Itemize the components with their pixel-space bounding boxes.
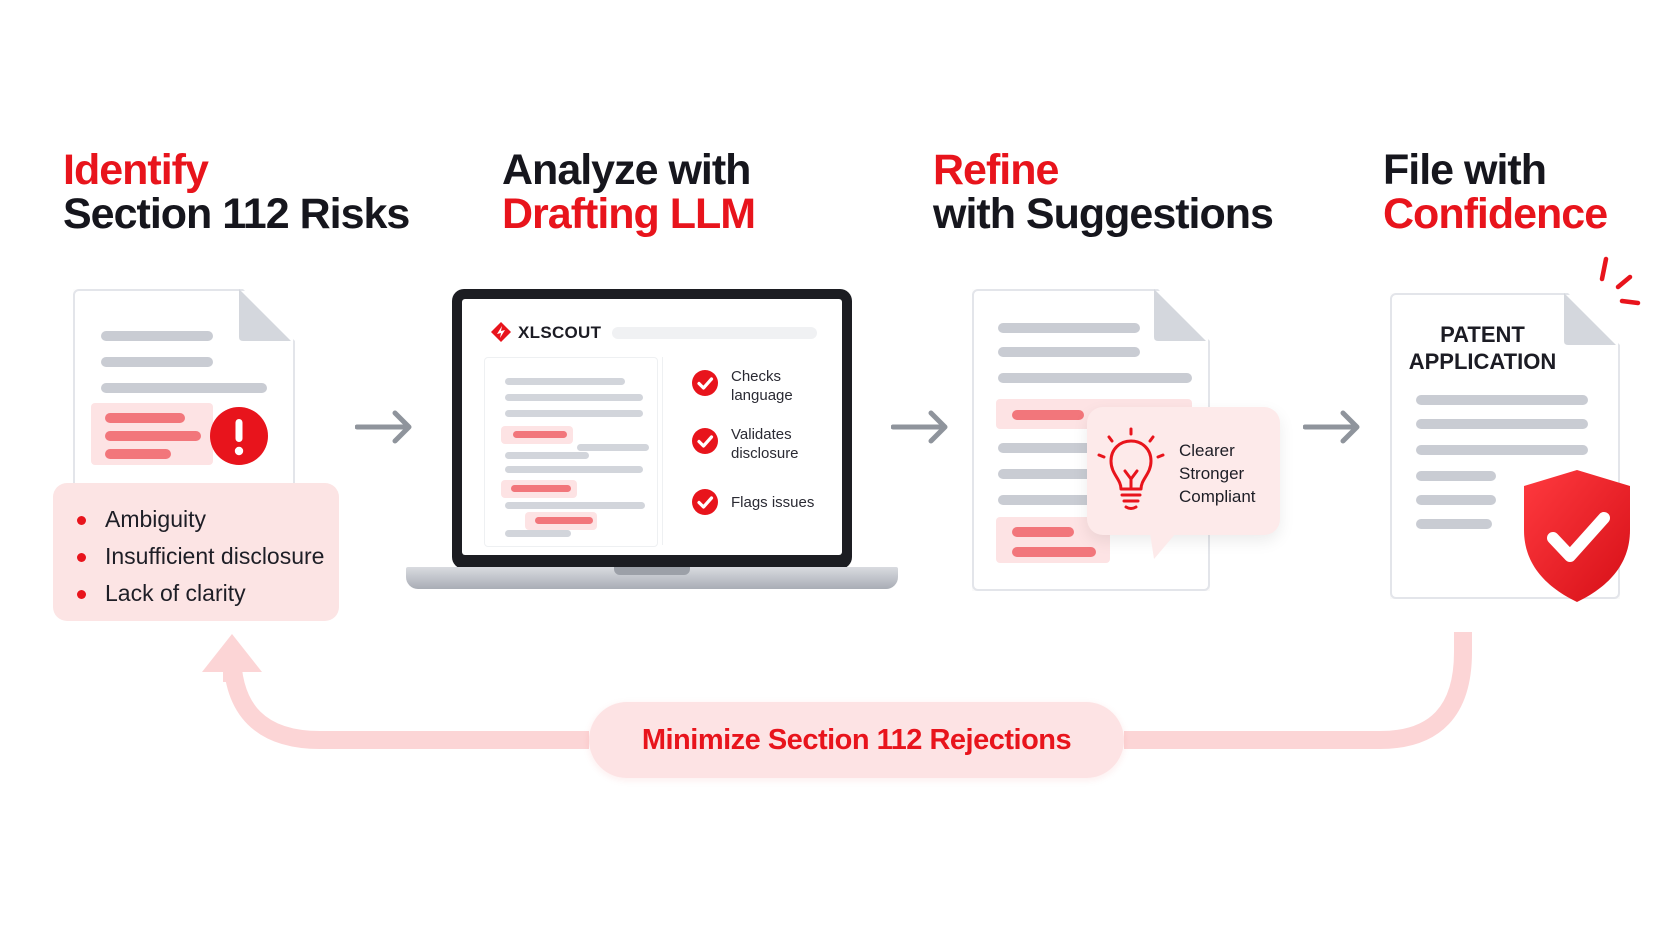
step2-title-line2: Drafting LLM	[502, 190, 756, 238]
step3-title-line1: Refine	[933, 146, 1059, 194]
risk-item-lack-of-clarity: Lack of clarity	[53, 575, 339, 612]
loop-label-pill: Minimize Section 112 Rejections	[589, 702, 1124, 778]
document-fold-icon	[1564, 293, 1616, 345]
shield-check-icon	[1524, 470, 1630, 602]
document-panel	[484, 357, 658, 547]
step4-title-line1: File with	[1383, 146, 1547, 194]
suggestion-compliant: Compliant	[1179, 487, 1256, 506]
step2-title-line1: Analyze with	[502, 146, 751, 194]
arrow-right-icon	[355, 410, 412, 444]
sparkle-icon	[1599, 256, 1641, 306]
check-circle-icon	[692, 428, 718, 454]
check-item-disclosure: Validates disclosure	[731, 426, 799, 462]
step2-title: Analyze with Drafting LLM	[502, 146, 756, 238]
check-circle-icon	[692, 370, 718, 396]
step1-title-line2: Section 112 Risks	[63, 190, 410, 238]
step1-title-line1: Identify	[63, 146, 209, 194]
step3-title: Refine with Suggestions	[933, 146, 1274, 238]
step4-title-line2: Confidence	[1383, 190, 1608, 238]
check-circle-icon	[692, 489, 718, 515]
suggestion-clearer: Clearer	[1179, 441, 1235, 460]
suggestion-list: Clearer Stronger Compliant	[1179, 439, 1256, 508]
document-fold-icon	[1154, 289, 1206, 341]
loop-label: Minimize Section 112 Rejections	[641, 723, 1072, 756]
lightbulb-icon	[1097, 427, 1165, 510]
drafting-llm-app: XLSCOUT	[462, 299, 842, 555]
alert-icon	[210, 407, 268, 465]
risk-item-insufficient-disclosure: Insufficient disclosure	[53, 538, 339, 575]
xlscout-logo-icon	[491, 322, 511, 342]
step3-title-line2: with Suggestions	[933, 190, 1274, 238]
arrow-right-icon	[1303, 410, 1360, 444]
patent-title: PATENT APPLICATION	[1408, 322, 1557, 374]
suggestion-stronger: Stronger	[1179, 464, 1245, 483]
arrow-right-icon	[891, 410, 948, 444]
check-item-flags: Flags issues	[731, 494, 815, 511]
step4-title: File with Confidence	[1383, 146, 1608, 238]
check-item-language: Checks language	[731, 368, 793, 404]
laptop-base	[406, 567, 898, 589]
step1-title: Identify Section 112 Risks	[63, 146, 410, 238]
app-brand: XLSCOUT	[518, 323, 602, 342]
laptop-screen: XLSCOUT	[452, 289, 852, 569]
risk-item-ambiguity: Ambiguity	[53, 501, 339, 538]
bubble-tail	[1150, 533, 1176, 559]
risk-list-card: Ambiguity Insufficient disclosure Lack o…	[53, 483, 339, 621]
checks-panel	[662, 357, 831, 545]
suggestion-bubble: Clearer Stronger Compliant	[1087, 407, 1280, 535]
document-fold-icon	[239, 289, 291, 341]
